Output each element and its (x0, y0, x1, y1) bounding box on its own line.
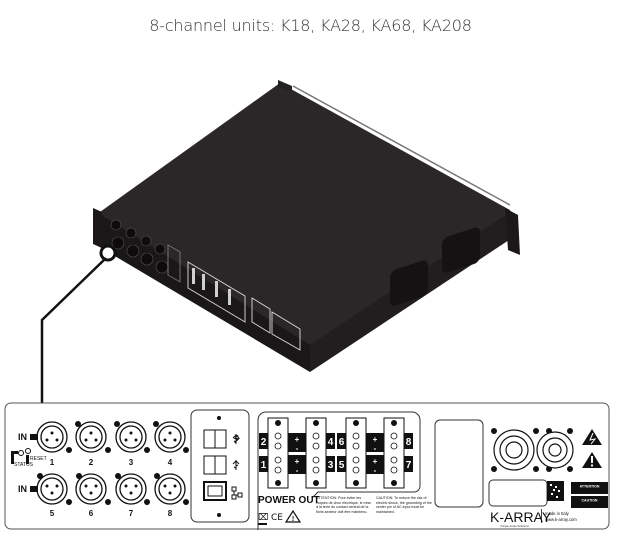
svg-text:ATTENTION: ATTENTION (580, 485, 600, 489)
svg-text:5: 5 (50, 509, 55, 518)
svg-text:Unique Audio Solutions: Unique Audio Solutions (500, 524, 530, 528)
power-out-block: 2 1 4 3 6 5 8 7 + - + - + - + - POWER OU… (257, 411, 432, 530)
svg-text:4: 4 (168, 458, 173, 467)
ch-label: 1 (261, 460, 267, 471)
svg-text:CAUTION: CAUTION (582, 499, 598, 503)
brand-logo: K-ARRAY (490, 509, 552, 525)
svg-text:6: 6 (89, 509, 94, 518)
ch-label: 7 (406, 460, 412, 471)
input-labels: IN IN 1 2 3 4 5 6 7 8 RESET STATUS (14, 432, 173, 518)
svg-text:-: - (374, 444, 377, 453)
hazard-symbols (582, 429, 602, 468)
svg-text:+: + (295, 435, 300, 444)
callout-line (40, 257, 107, 408)
svg-text:www.k-array.com: www.k-array.com (545, 517, 577, 522)
ce-mark-icon: CE (271, 513, 283, 523)
ch-label: 8 (406, 437, 412, 448)
caution-notice: CAUTION: To reduce the risk of electric … (376, 496, 432, 514)
svg-text:+: + (295, 457, 300, 466)
reset-label: RESET (30, 456, 47, 462)
svg-text:+: + (373, 435, 378, 444)
svg-text:+: + (373, 457, 378, 466)
svg-text:!: ! (292, 516, 294, 523)
ch-label: 4 (328, 437, 334, 448)
svg-text:made in Italy: made in Italy (545, 511, 570, 516)
svg-text:8: 8 (168, 509, 173, 518)
power-out-label: POWER OUT (258, 495, 320, 506)
ch-label: 3 (328, 460, 334, 471)
qr-code-icon (547, 481, 564, 501)
page-title: 8-channel units: K18, KA28, KA68, KA208 (149, 16, 472, 35)
svg-text:2: 2 (89, 458, 94, 467)
io-module: ⭍ (190, 409, 250, 523)
k-array-brand: K-ARRAY Unique Audio Solutions made in I… (490, 509, 577, 528)
ch-label: 5 (339, 460, 345, 471)
amplifier-chassis-3d (93, 80, 520, 372)
attention-notice: ATTENTION: Pour éviter les risques de ch… (316, 496, 372, 514)
label-plate (434, 419, 484, 508)
svg-text:1: 1 (50, 458, 55, 467)
status-label: STATUS (14, 462, 34, 468)
svg-text:-: - (374, 466, 377, 475)
svg-text:-: - (296, 444, 299, 453)
warning-triangle-icon (284, 509, 302, 523)
ch-label: 2 (261, 437, 267, 448)
svg-text:3: 3 (129, 458, 134, 467)
powercon-connectors (491, 428, 574, 472)
xlr-inputs (11, 421, 189, 505)
svg-text:IN: IN (18, 484, 27, 494)
serial-plate: ATTENTION CAUTION (488, 479, 608, 508)
ch-label: 6 (339, 437, 345, 448)
svg-text:7: 7 (129, 509, 134, 518)
svg-text:-: - (296, 466, 299, 475)
electric-hazard-icon (582, 429, 602, 445)
compliance-marks: ⌧ CE ! (258, 509, 302, 525)
weee-icon: ⌧ (258, 513, 268, 523)
svg-text:IN: IN (18, 432, 27, 442)
